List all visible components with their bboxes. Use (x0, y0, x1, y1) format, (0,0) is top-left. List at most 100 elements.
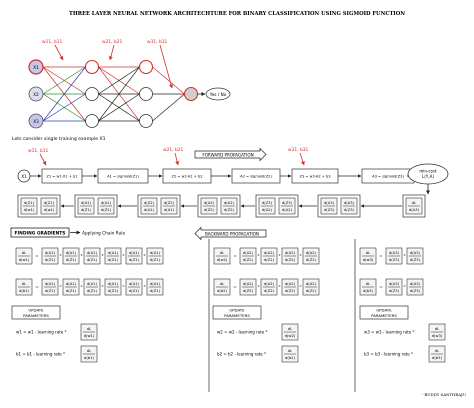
gradient-eq-6-lhs: dL d(b3) (359, 278, 377, 296)
backward-step-5-frac-a-numerator: d(Z3) (262, 201, 273, 205)
update-rule-2-1: w2 = w2 - learning rate * (217, 330, 268, 335)
update-title-line2: PARAMETERS (23, 313, 49, 318)
gradient-eq-5-term-1-denominator: d(Z3) (389, 258, 400, 262)
gradient-eq-5-term-1: d(A3) d(Z3) (385, 247, 403, 265)
gradient-eq-3: dLd(w2)=d(A2)d(Z2)*d(A2)d(Z2)*d(A2)d(Z2)… (213, 247, 320, 265)
input-node-x2: X2 (28, 86, 44, 102)
backward-step-6-frac-a-numerator: d(A3) (324, 201, 335, 205)
backward-step-2-frac-b: d(A1)d(Z1) (97, 197, 115, 215)
update-param-frac-2-2-numerator: dL (288, 349, 293, 353)
gradient-eq-2-term-4-denominator: d(Z1) (108, 289, 119, 293)
backward-step-4-frac-b: d(A2)d(Z2) (220, 197, 238, 215)
network-section: w11, b11 w21, b21 w31, b31 X1 X2 X3 (28, 39, 231, 129)
loss-label-2: L(Y,A) (422, 174, 434, 179)
backward-step-4: d(A2)d(Z2)d(A2)d(Z2) (180, 194, 241, 218)
gradient-eq-4-equals: = (233, 286, 237, 291)
update-rule-3-1: w3 = w3 - learning rate * (364, 330, 415, 335)
gradient-eq-6-term-2-denominator: d(Z3) (410, 289, 421, 293)
backward-step-7-frac-a: dLd(A3) (405, 197, 423, 215)
update-title-line1: UPDATE (28, 308, 44, 313)
update-param-frac-1-2: dLd(b1) (80, 345, 98, 363)
backward-step-1-frac-b-numerator: d(Z1) (44, 201, 55, 205)
forward-section: w11, b11 w21, b21 w31, b31 FORWARD PROPA… (17, 147, 449, 195)
multiply-sign: * (279, 254, 281, 259)
gradient-eq-3-term-1-denominator: d(Z2) (243, 258, 254, 262)
gradient-eq-1-term-4-denominator: d(Z1) (108, 258, 119, 262)
backward-step-5-frac-a-denominator: d(A2) (262, 208, 273, 212)
network-weight-label-2: w21, b21 (102, 39, 123, 45)
backward-step-3-frac-a-denominator: d(A1) (144, 208, 155, 212)
gradient-eq-6-lhs-denominator: d(b3) (363, 289, 373, 293)
gradient-eq-1-term-5-denominator: d(Z1) (129, 258, 140, 262)
backward-step-2-frac-a: d(A1)d(Z1) (77, 197, 95, 215)
backward-step-3-frac-a-numerator: d(Z2) (144, 201, 155, 205)
gradient-eq-6-term-2: d(A3)d(Z3) (406, 278, 424, 296)
gradient-eq-4-term-2-numerator: d(A2) (264, 282, 275, 286)
update-param-frac-2-2-denominator: d(b2) (285, 356, 295, 360)
gradient-eq-5-term-2-numerator: d(A3) (410, 251, 421, 255)
gradient-eq-1-term-2-numerator: d(A1) (66, 251, 77, 255)
edge-hidden1-hidden2 (98, 66, 140, 95)
gradient-eq-1-term-1-numerator: d(A1) (45, 251, 56, 255)
gradient-eq-5-term-1-numerator: d(A3) (389, 251, 400, 255)
gradient-eq-6-equals: = (379, 286, 383, 291)
multiply-sign: * (279, 285, 281, 290)
input-node-x3: X3 (28, 113, 44, 129)
multiply-sign: * (300, 254, 302, 259)
gradient-eq-1-term-2-denominator: d(Z1) (66, 258, 77, 262)
update-param-frac-1-2-denominator: d(b1) (84, 356, 94, 360)
backward-step-7: dLd(A3) (360, 194, 426, 218)
gradient-eq-2-term-3: d(A1) d(Z1) (83, 278, 101, 296)
input-node-x2-label: X2 (33, 92, 39, 97)
gradient-eq-1-equals: = (35, 255, 39, 260)
gradient-eq-4-term-2: d(A2)d(Z2) (260, 278, 278, 296)
gradient-eq-3-term-3-numerator: d(A2) (285, 251, 296, 255)
update-param-frac-3-1: dLd(w3) (428, 323, 446, 341)
multiply-sign: * (81, 254, 83, 259)
multiply-sign: * (144, 285, 146, 290)
gradient-eq-3-lhs: dLd(w2) (213, 247, 231, 265)
backward-step-3-frac-b-denominator: d(A1) (164, 208, 175, 212)
forward-step-3: Z2 = w2·A1 + b2 (148, 168, 212, 184)
gradient-eq-2-lhs: dLd(b1) (15, 278, 33, 296)
forward-step-1: Z1 = w1·X1 + b1 (30, 168, 83, 184)
forward-step-5: Z3 = w3·A2 + b3 (280, 168, 339, 184)
gradient-eq-5: dLd(w3)=d(A3)d(Z3)*d(A3)d(Z3) (359, 247, 424, 265)
update-param-frac-1-1: dLd(w1) (80, 323, 98, 341)
gradient-eq-2-term-4: d(A1)d(Z1) (104, 278, 122, 296)
forward-step-1-label: Z1 = w1·X1 + b1 (46, 175, 77, 179)
gradient-eq-2-term-3-numerator: d(A1) (87, 282, 98, 286)
gradient-eq-6: dLd(b3)=d(A3)d(Z3)*d(A3)d(Z3) (359, 278, 424, 296)
gradient-eq-1-term-3: d(A1)d(Z1) (83, 247, 101, 265)
gradient-eq-1: dLd(w1)=d(A1)d(Z1)*d(A1)d(Z1)*d(A1)d(Z1)… (15, 247, 164, 265)
gradient-eq-4-term-4-numerator: d(A2) (306, 282, 317, 286)
gradient-eq-2-term-3-denominator: d(Z1) (87, 289, 98, 293)
backward-propagation-title: BACKWARD PROPAGATION (205, 231, 259, 236)
forward-step-2: A1 = sigmoid(Z1) (82, 168, 149, 184)
gradient-eq-5-equals: = (379, 255, 383, 260)
backward-step-4-frac-a: d(A2)d(Z2) (200, 197, 218, 215)
forward-step-6: A3 = sigmoid(Z3) (338, 168, 415, 184)
update-rule-1-1: w1 = w1 - learning rate * (16, 330, 67, 335)
gradient-eq-1-term-6: d(A1)d(Z1) (146, 247, 164, 265)
gradient-eq-4-term-1-denominator: d(Z2) (243, 289, 254, 293)
loss-label-1: min-cost (419, 169, 437, 174)
gradient-eq-2-term-6-denominator: d(Z1) (150, 289, 161, 293)
gradient-eq-2-term-2-numerator: d(A1) (66, 282, 77, 286)
output-label: Yes / No (209, 92, 227, 97)
multiply-sign: * (123, 254, 125, 259)
input-node-x3-label: X3 (33, 119, 39, 124)
backward-step-1-frac-a-numerator: d(Z1) (24, 201, 35, 205)
gradient-eq-2-term-5-denominator: d(Z1) (129, 289, 140, 293)
diagram-title: THREE LAYER NEURAL NETWORK ARCHITECHTURE… (69, 11, 405, 17)
hidden-layer-1 (84, 59, 100, 128)
gradient-eq-1-term-3-numerator: d(A1) (87, 251, 98, 255)
forward-step-2-label: A1 = sigmoid(Z1) (107, 175, 139, 179)
gradient-eq-1-term-1-denominator: d(Z1) (45, 258, 56, 262)
edge-hidden2-output (152, 93, 185, 122)
gradient-eq-6-lhs-numerator: dL (366, 282, 371, 286)
gradient-eq-6-term-1: d(A3)d(Z3) (385, 278, 403, 296)
gradient-eq-1-term-4: d(A1)d(Z1) (104, 247, 122, 265)
gradient-eq-5-lhs: dLd(w3) (359, 247, 377, 265)
